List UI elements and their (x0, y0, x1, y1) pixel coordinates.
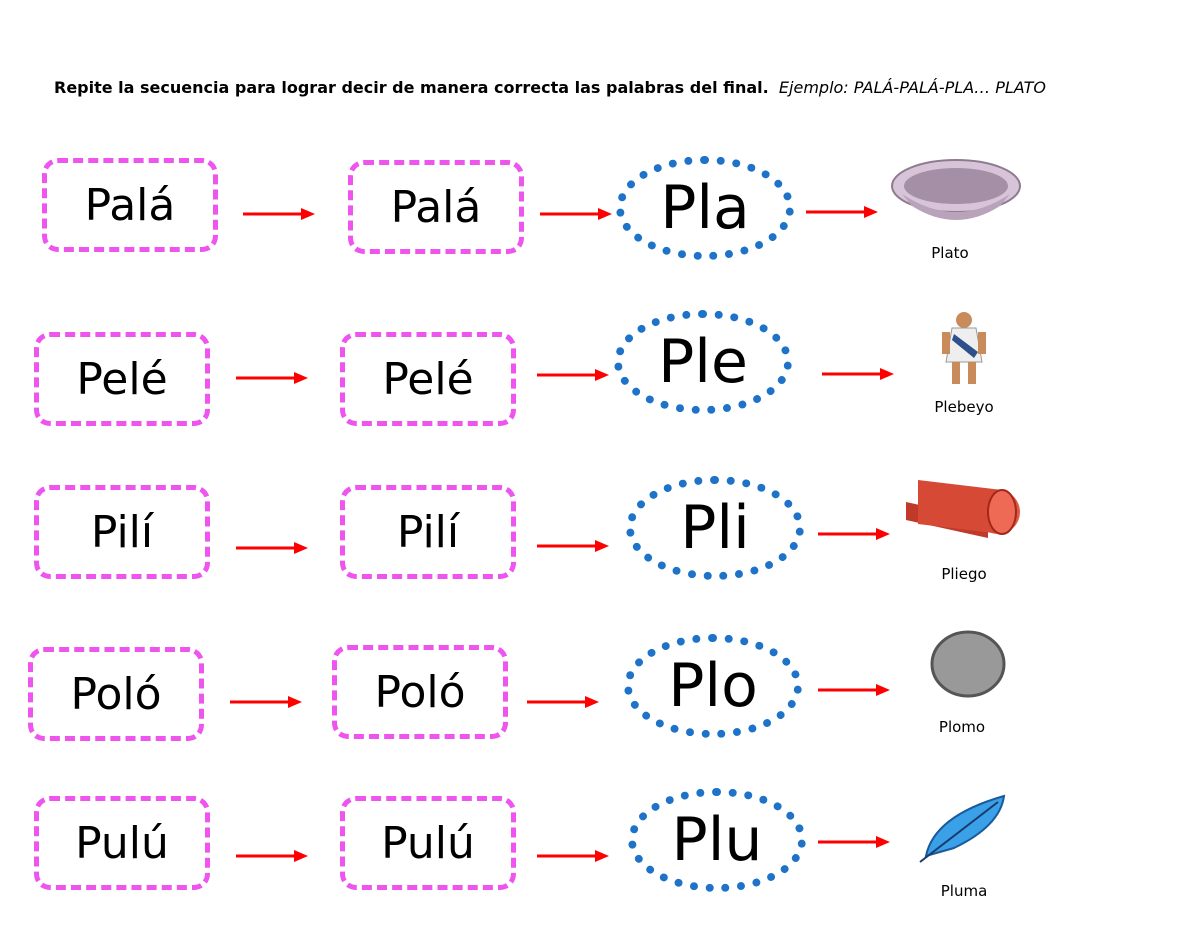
arrow-icon (818, 836, 890, 848)
blend-oval-5: Plu (628, 788, 806, 892)
arrow-icon (537, 850, 609, 862)
arrow-icon (236, 542, 308, 554)
lead-disc-icon (930, 630, 1006, 698)
arrow-icon (527, 696, 599, 708)
word-label-2: Plebeyo (934, 398, 994, 416)
arrow-icon (822, 368, 894, 380)
word-label-3: Pliego (941, 565, 987, 583)
arrow-icon (818, 684, 890, 696)
arrow-icon (230, 696, 302, 708)
word-label-4: Plomo (938, 718, 986, 736)
blend-oval-4: Plo (624, 634, 802, 738)
commoner-icon (942, 312, 986, 384)
feather-icon (919, 794, 1006, 863)
blend-oval-2: Ple (614, 310, 792, 414)
syllable-box-4a: Poló (28, 647, 204, 741)
syllable-box-2a: Pelé (34, 332, 210, 426)
syllable-box-4b: Poló (332, 645, 508, 739)
blend-oval-1: Pla (616, 156, 794, 260)
arrow-icon (236, 372, 308, 384)
instructions: Repite la secuencia para lograr decir de… (54, 78, 1154, 97)
syllable-box-5b: Pulú (340, 796, 516, 890)
blend-oval-3: Pli (626, 476, 804, 580)
instructions-example: Ejemplo: PALÁ-PALÁ-PLA… PLATO (778, 78, 1046, 97)
arrow-icon (537, 369, 609, 381)
syllable-box-3a: Pilí (34, 485, 210, 579)
plate-icon (891, 159, 1021, 220)
arrow-icon (243, 208, 315, 220)
word-label-5: Pluma (940, 882, 988, 900)
arrow-icon (537, 540, 609, 552)
syllable-box-3b: Pilí (340, 485, 516, 579)
syllable-box-1b: Palá (348, 160, 524, 254)
syllable-box-2b: Pelé (340, 332, 516, 426)
paper-roll-icon (906, 480, 1020, 538)
syllable-box-5a: Pulú (34, 796, 210, 890)
syllable-box-1a: Palá (42, 158, 218, 252)
arrow-icon (806, 206, 878, 218)
arrow-icon (818, 528, 890, 540)
instructions-bold: Repite la secuencia para lograr decir de… (54, 78, 769, 97)
arrow-icon (236, 850, 308, 862)
word-label-1: Plato (931, 244, 969, 262)
arrow-icon (540, 208, 612, 220)
